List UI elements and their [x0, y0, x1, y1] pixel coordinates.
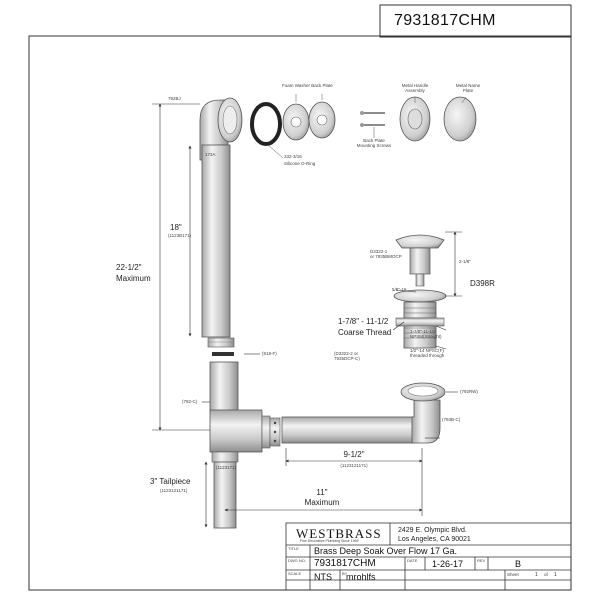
code-overflow-tube: (793B-C)	[442, 417, 461, 422]
title-block-grid	[285, 522, 572, 591]
label-handle-assembly: Metal Handle Assembly	[401, 83, 429, 93]
name-o-ring: Silicone O-Ring	[284, 161, 316, 166]
waste-tee	[209, 361, 263, 463]
code-stopper: D3322-1 or 7935BMOCP	[370, 249, 402, 259]
scale-value: NTS	[314, 572, 332, 582]
label-mounting-screws: Back Plate Mounting Screws	[356, 138, 392, 148]
o-ring	[250, 102, 282, 146]
dwg-number: 7931817CHM	[314, 558, 376, 569]
of-value: 1	[554, 572, 557, 578]
slip-washer	[212, 352, 234, 356]
stopper	[395, 234, 445, 287]
date-label: DATE	[407, 558, 418, 563]
dim-overall-width-note: Maximum	[304, 498, 340, 507]
by-value: mrohlfs	[346, 572, 376, 582]
of-label: of	[544, 572, 548, 577]
dim-horizontal-code: (1123121171)	[340, 463, 368, 468]
code-drain-flange: (792RW)	[460, 389, 478, 394]
tailpiece	[213, 461, 237, 529]
title-value: Brass Deep Soak Over Flow 17 Ga.	[314, 546, 458, 556]
code-washer: (818-F)	[262, 351, 277, 356]
tee-side-nut	[261, 415, 281, 449]
dim-stopper-height: 2-1/8"	[459, 259, 471, 264]
dim-overall-height: 22-1/2"	[116, 263, 142, 272]
address-line-2: Los Angeles, CA 90021	[398, 536, 471, 543]
label-foam-washer: Foam Washer	[281, 83, 311, 88]
name-plate	[443, 96, 477, 142]
dimension-lines	[152, 103, 462, 528]
code-drain-thread: 1/2"-14 NPSC(F) threaded through	[410, 348, 445, 358]
brand-name: WESTBRASS	[296, 526, 382, 541]
sheet-label: Sheet	[507, 572, 519, 577]
dim-coarse-thread-1: 1-7/8" - 11-1/2	[338, 317, 389, 326]
code-elbow: 792BJ	[168, 96, 181, 101]
scale-label: SCALE	[288, 571, 302, 576]
date-value: 1-26-17	[432, 559, 464, 569]
brand-tagline: Fine Decorative Plumbing Since 1959	[300, 539, 359, 543]
dim-coarse-thread-2: Coarse Thread	[338, 328, 392, 337]
rev-value: B	[515, 559, 522, 569]
header-box	[379, 4, 572, 38]
slip-nut	[207, 337, 235, 348]
label-back-plate: Back Plate	[311, 83, 333, 88]
drain-model: D398R	[470, 279, 495, 288]
code-drain-nut: 1-7/8"-11-1/2 NPSM(Straight)	[410, 329, 442, 339]
by-label: BY	[342, 571, 348, 576]
code-o-ring: 332-3/16	[284, 154, 302, 159]
dim-tailpiece: 3" Tailpiece	[150, 477, 191, 486]
address-line-1: 2429 E. Olympic Blvd.	[398, 527, 467, 534]
rev-label: REV	[477, 558, 486, 563]
header-part-number: 7931817CHM	[394, 12, 496, 29]
code-tailpiece: (1123171)	[216, 465, 237, 470]
dim-tube-length: 18"	[170, 223, 182, 232]
foam-washer	[282, 103, 310, 141]
code-tee: (792-C)	[182, 399, 198, 404]
label-name-plate: Metal Name Plate	[455, 83, 481, 93]
mounting-screws	[360, 111, 385, 127]
dim-overall-width: 11"	[316, 488, 328, 497]
code-drain-shell: (D3322-2 or 7935DCP-C)	[334, 351, 360, 361]
dim-horizontal-length: 9-1/2"	[343, 450, 365, 459]
sheet-value: 1	[535, 572, 538, 578]
dwg-label: DWG NO.	[288, 558, 306, 563]
code-stopper-thread: 5/8"-18	[392, 287, 407, 292]
drain-flange	[400, 382, 446, 402]
dim-overall-height-note: Maximum	[116, 274, 151, 283]
dim-tailpiece-code: (1123121171)	[160, 488, 188, 493]
code-tube-top: 173A	[205, 152, 216, 157]
handle-assembly	[399, 96, 431, 142]
drain-body	[393, 289, 447, 349]
overflow-tube	[201, 144, 231, 338]
shoe-elbow	[411, 399, 441, 444]
dim-tube-code: (1123B171)	[168, 233, 192, 238]
title-label: TITLE	[288, 546, 299, 551]
back-plate	[308, 101, 336, 139]
horizontal-tube	[281, 416, 415, 444]
